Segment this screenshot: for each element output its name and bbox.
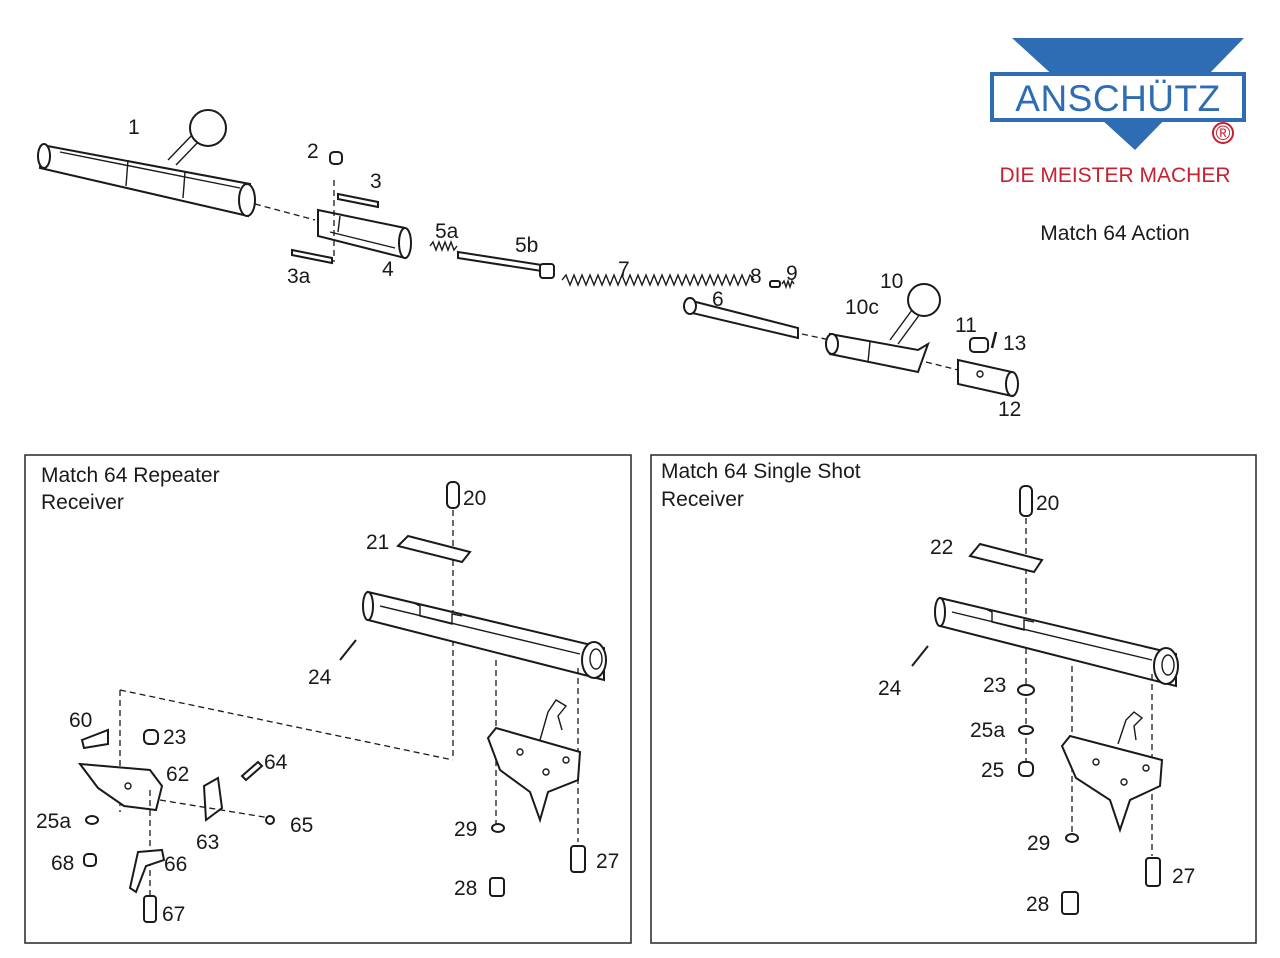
repeater-part-21: [396, 534, 472, 564]
repeater-label-20: 20: [463, 487, 486, 510]
repeater-part-25a: [85, 815, 99, 825]
label-10: 10: [880, 270, 903, 293]
logo-wordmark: ANSCHÜTZ: [1015, 78, 1220, 119]
part-3a-pin: [291, 248, 333, 265]
repeater-label-23: 23: [163, 726, 186, 749]
repeater-part-24-receiver: [362, 590, 607, 682]
repeater-label-65: 65: [290, 814, 313, 837]
single-shot-label-25a: 25a: [970, 719, 1005, 742]
repeater-part-65: [265, 815, 275, 825]
part-4-sleeve: [317, 208, 412, 260]
repeater-label-27: 27: [596, 850, 619, 873]
repeater-arrow-24: [339, 639, 357, 661]
single-shot-arrow-24: [911, 645, 929, 667]
label-8: 8: [750, 265, 762, 288]
single-shot-panel-title-line1: Match 64 Single Shot: [661, 460, 861, 483]
diagram-title: Match 64 Action: [1040, 222, 1189, 245]
single-shot-part-29: [1065, 833, 1079, 843]
repeater-panel-title-line1: Match 64 Repeater: [41, 464, 220, 487]
repeater-panel-title-line2: Receiver: [41, 491, 124, 514]
single-shot-part-28: [1061, 891, 1079, 915]
label-1: 1: [128, 116, 140, 139]
part-11: [969, 337, 989, 353]
logo-slogan: DIE MEISTER MACHER: [999, 164, 1230, 187]
part-3-pin: [337, 192, 379, 209]
repeater-label-67: 67: [162, 903, 185, 926]
single-shot-label-24: 24: [878, 677, 902, 700]
repeater-label-21: 21: [366, 531, 389, 554]
label-5a: 5a: [435, 220, 459, 243]
label-11: 11: [955, 314, 977, 337]
repeater-trigger-unit: [486, 699, 582, 824]
repeater-part-28: [489, 877, 505, 897]
label-10c: 10c: [845, 296, 879, 319]
repeater-panel-frame: [24, 454, 632, 944]
label-9: 9: [786, 262, 798, 285]
repeater-part-62: [77, 762, 164, 812]
part-5a-spring: [429, 240, 458, 252]
single-shot-part-23: [1017, 684, 1035, 696]
single-shot-label-20: 20: [1036, 492, 1059, 515]
single-shot-part-24-receiver: [934, 596, 1179, 688]
repeater-part-20: [446, 481, 460, 509]
label-7: 7: [618, 258, 630, 281]
repeater-part-23: [143, 729, 159, 745]
part-12-sleeve: [957, 358, 1019, 398]
label-4: 4: [382, 258, 394, 281]
anschutz-logo: ANSCHÜTZ ® DIE MEISTER MACHER: [990, 38, 1246, 187]
repeater-label-64: 64: [264, 751, 288, 774]
registered-mark: ®: [1216, 123, 1231, 145]
part-1-bolt: [37, 109, 256, 218]
single-shot-label-27: 27: [1172, 865, 1195, 888]
label-3: 3: [370, 170, 382, 193]
single-shot-part-22: [968, 542, 1044, 574]
repeater-label-28: 28: [454, 877, 477, 900]
repeater-label-29: 29: [454, 818, 477, 841]
part-5b-firing-pin: [457, 250, 555, 279]
part-6-rod: [683, 297, 799, 340]
single-shot-part-25: [1018, 761, 1034, 777]
single-shot-panel-title-line2: Receiver: [661, 488, 744, 511]
label-3a: 3a: [287, 265, 311, 288]
single-shot-label-25: 25: [981, 759, 1004, 782]
repeater-label-66: 66: [164, 853, 187, 876]
repeater-part-63: [202, 776, 224, 822]
repeater-label-60: 60: [69, 709, 92, 732]
registered-mark-circle: [1212, 122, 1234, 144]
repeater-part-60: [80, 728, 109, 750]
label-12: 12: [998, 398, 1021, 421]
repeater-label-63: 63: [196, 831, 219, 854]
single-shot-label-22: 22: [930, 536, 953, 559]
repeater-part-68: [83, 853, 97, 867]
part-8: [769, 280, 781, 288]
label-13: 13: [1003, 332, 1026, 355]
single-shot-trigger-unit: [1060, 711, 1164, 834]
repeater-part-67: [143, 895, 157, 923]
repeater-label-68: 68: [51, 852, 74, 875]
label-2: 2: [307, 140, 319, 163]
part-10-cocking-piece: [825, 283, 941, 374]
label-5b: 5b: [515, 234, 538, 257]
single-shot-label-29: 29: [1027, 832, 1050, 855]
repeater-label-25a: 25a: [36, 810, 71, 833]
repeater-part-64: [240, 760, 264, 782]
part-13: [990, 331, 998, 349]
single-shot-part-27: [1145, 857, 1161, 887]
logo-wordmark-box: [990, 72, 1246, 122]
repeater-part-29: [491, 823, 505, 833]
repeater-label-24: 24: [308, 666, 332, 689]
part-2: [329, 151, 343, 165]
single-shot-part-25a: [1018, 725, 1034, 735]
repeater-label-62: 62: [166, 763, 189, 786]
part-9-spring: [781, 278, 795, 290]
single-shot-part-20: [1019, 485, 1033, 517]
label-6: 6: [712, 288, 724, 311]
repeater-part-66: [128, 848, 166, 894]
single-shot-label-28: 28: [1026, 893, 1049, 916]
repeater-part-27: [570, 845, 586, 873]
part-7-mainspring: [561, 273, 755, 287]
single-shot-panel-frame: [650, 454, 1257, 944]
single-shot-label-23: 23: [983, 674, 1006, 697]
